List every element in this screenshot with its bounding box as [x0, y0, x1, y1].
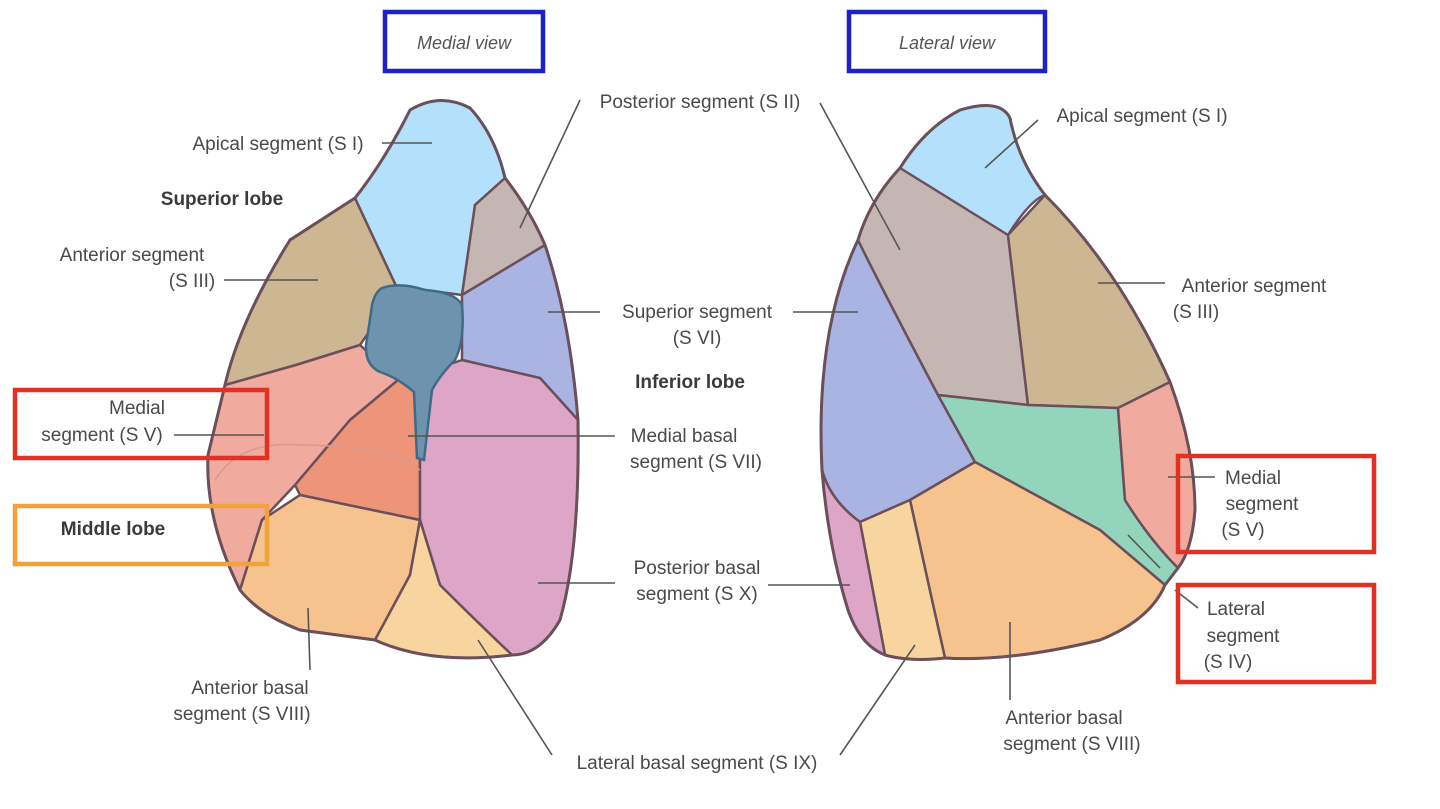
medial-segment-right-label-1: Medial	[1225, 468, 1281, 489]
medial-basal-label-2: segment (S VII)	[630, 452, 762, 473]
lateral-segment-right-label-1: Lateral	[1207, 599, 1265, 620]
anterior-segment-lateral	[1006, 193, 1172, 410]
medial-segment-left-box	[12, 387, 270, 461]
medial-segment-right-label-2: segment	[1226, 494, 1300, 515]
anterior-basal-left-label-2: segment (S VIII)	[173, 704, 310, 725]
middle-lobe-box	[12, 503, 270, 567]
anterior-basal-right-label-2: segment (S VIII)	[1003, 734, 1140, 755]
anterior-segment-lateral-label-1: Anterior segment	[1182, 276, 1327, 297]
lateral-segment-right-label-3: (S IV)	[1204, 652, 1253, 673]
apical-segment-lateral-label: Apical segment (S I)	[1056, 106, 1227, 127]
lateral-basal-label: Lateral basal segment (S IX)	[577, 753, 818, 774]
anterior-segment-lateral-label-2: (S III)	[1173, 302, 1219, 323]
lateral-view-box	[846, 9, 1048, 74]
posterior-basal-label-2: segment (S X)	[636, 584, 757, 605]
medial-segment-right-label-3: (S V)	[1221, 520, 1264, 541]
lateral-segment-right-label-2: segment	[1207, 626, 1281, 647]
anterior-segment-medial-label-1: Anterior segment	[60, 245, 205, 266]
medial-segment-right-box	[1175, 453, 1377, 555]
medial-basal-label-1: Medial basal	[631, 426, 738, 447]
medial-view-title: Medial view	[417, 33, 512, 53]
anterior-basal-left-label-1: Anterior basal	[191, 678, 308, 699]
posterior-basal-label-1: Posterior basal	[634, 558, 761, 579]
superior-segment-label-2: (S VI)	[673, 328, 722, 349]
medial-view-lung	[206, 98, 580, 660]
lateral-view-lung	[819, 104, 1197, 661]
posterior-segment-label: Posterior segment (S II)	[600, 92, 801, 113]
anterior-basal-right-label-1: Anterior basal	[1005, 708, 1122, 729]
medial-segment-left-label-2: segment (S V)	[41, 425, 162, 446]
lateral-segment-right-box	[1175, 582, 1377, 685]
hilum	[364, 284, 464, 462]
medial-segment-left-label-1: Medial	[109, 398, 165, 419]
inferior-lobe-label: Inferior lobe	[635, 372, 745, 393]
lateral-view-title: Lateral view	[899, 33, 996, 53]
medial-lung-outline	[206, 98, 580, 660]
superior-segment-label-1: Superior segment	[622, 302, 773, 323]
anterior-segment-medial-label-2: (S III)	[169, 271, 215, 292]
apical-segment-medial-label: Apical segment (S I)	[192, 134, 363, 155]
middle-lobe-label: Middle lobe	[61, 519, 166, 540]
superior-lobe-label: Superior lobe	[161, 189, 283, 210]
medial-view-box	[382, 9, 546, 74]
lateral-lung-outline	[819, 104, 1197, 661]
